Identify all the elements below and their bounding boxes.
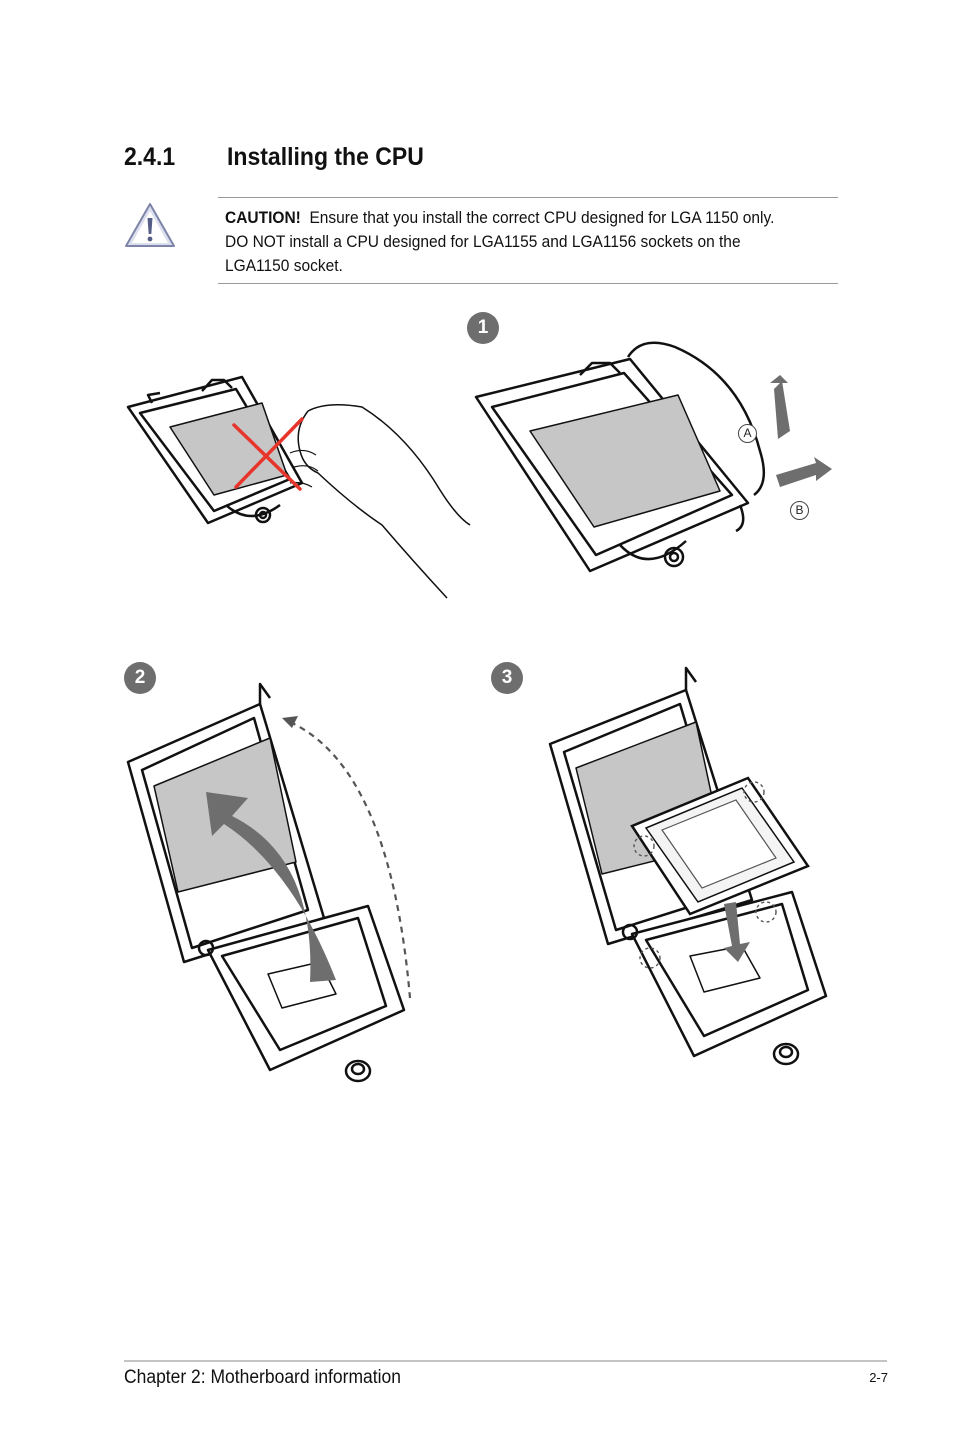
step-3-badge: 3 [491,662,523,694]
footer-chapter: Chapter 2: Motherboard information [124,1367,401,1388]
step-1-sub-label-b: B [790,501,809,520]
caution-body: Ensure that you install the correct CPU … [225,209,775,275]
figure-step-1 [474,341,832,573]
figure-incorrect-handling [126,375,471,599]
caution-top-rule [218,197,838,198]
caution-bottom-rule [218,283,838,284]
section-heading: 2.4.1 Installing the CPU [124,143,424,172]
caution-label: CAUTION! [225,209,301,227]
section-number: 2.4.1 [124,143,176,171]
figure-step-2 [126,682,412,1083]
footer-rule [124,1360,887,1362]
step-1-badge: 1 [467,312,499,344]
caution-text: CAUTION! Ensure that you install the cor… [225,206,789,278]
step-1-sub-label-a: A [738,424,757,443]
page-number: 2-7 [869,1370,888,1385]
section-title: Installing the CPU [227,143,424,171]
step-2-badge: 2 [124,662,156,694]
figure-step-3 [548,666,828,1066]
warning-triangle-icon [125,203,175,247]
